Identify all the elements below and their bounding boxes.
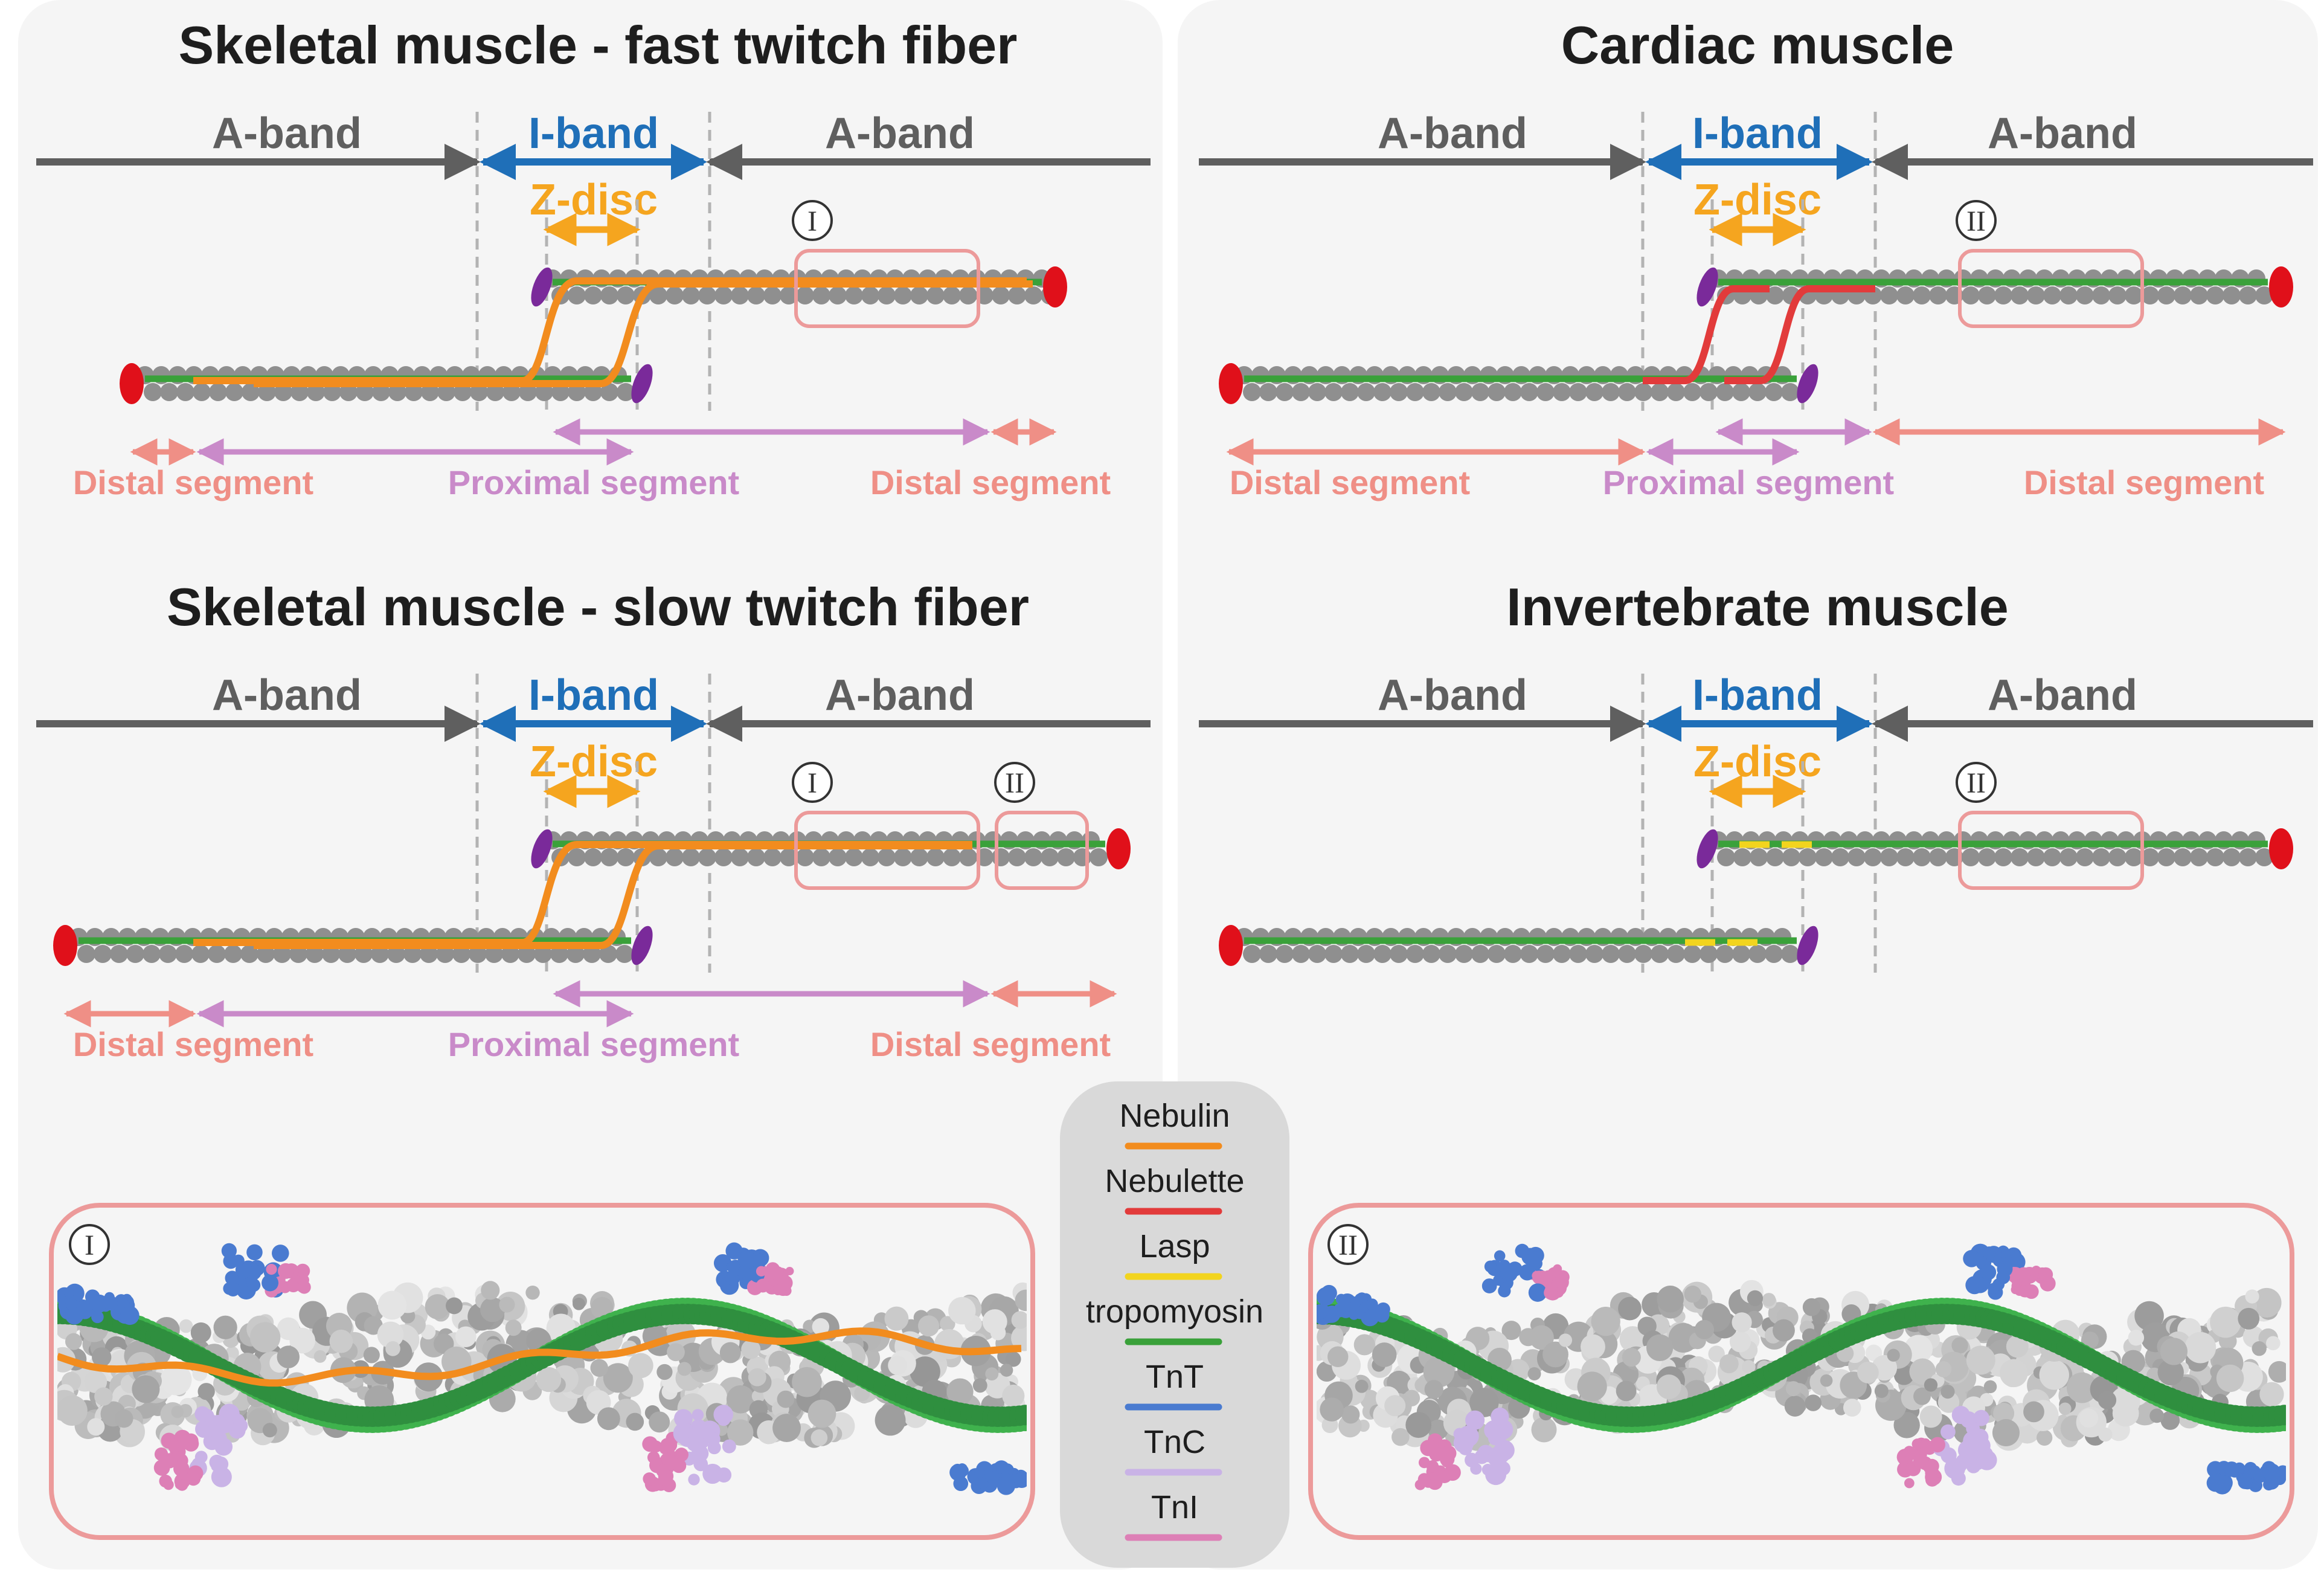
inset-structure-ii: II [1308, 1203, 2294, 1540]
inset-frame [49, 1203, 1035, 1540]
nebulin-strand [254, 842, 972, 949]
band-boundary-guides [1641, 112, 1877, 411]
region-badge-ii: II [994, 762, 1035, 803]
band-boundary-guides [475, 112, 711, 411]
legend-label: Nebulin [1119, 1098, 1230, 1134]
legend-label: tropomyosin [1086, 1293, 1263, 1330]
panel-title: Skeletal muscle - slow twitch fiber [167, 577, 1029, 637]
a-band-label: A-band [212, 671, 362, 720]
band-boundary-guides [475, 674, 711, 973]
proximal-segment-label: Proximal segment [448, 1025, 739, 1063]
distal-segment-label: Distal segment [870, 463, 1111, 501]
region-badge-i: I [792, 200, 833, 241]
a-band-label: A-band [825, 109, 975, 158]
actin-filament-lower [1219, 925, 1818, 966]
region-badge-ii: II [1956, 200, 1997, 241]
panel-cardiac: Cardiac muscle A-band I-band A-band Z-di… [1199, 15, 2313, 501]
region-badge-i: I [792, 762, 833, 803]
inset-frame [1308, 1203, 2294, 1540]
region-badge-ii: II [1956, 762, 1997, 803]
i-band-label: I-band [1692, 671, 1823, 720]
region-box-i [794, 249, 980, 328]
panel-title: Skeletal muscle - fast twitch fiber [179, 15, 1018, 75]
a-band-label: A-band [212, 109, 362, 158]
svg-text:I: I [807, 205, 817, 237]
nebulette-strand [1643, 285, 1770, 384]
panel-title: Cardiac muscle [1561, 15, 1954, 75]
region-box-ii [1958, 249, 2144, 328]
a-band-label: A-band [1378, 671, 1527, 720]
legend-label: Lasp [1139, 1228, 1210, 1264]
region-box-i [794, 811, 980, 890]
svg-text:II: II [1338, 1229, 1358, 1261]
distal-segment-label: Distal segment [870, 1025, 1111, 1063]
inset-badge-i: I [69, 1224, 110, 1265]
i-band-label: I-band [1692, 109, 1823, 158]
legend-label: TnT [1146, 1359, 1204, 1395]
legend-label: TnC [1144, 1424, 1205, 1460]
svg-text:II: II [1966, 767, 1986, 799]
svg-text:II: II [1005, 767, 1024, 799]
nebulin-strand [193, 841, 972, 946]
i-band-label: I-band [528, 671, 659, 720]
nebulin-strand [193, 277, 1027, 384]
a-band-label: A-band [825, 671, 975, 720]
svg-text:I: I [85, 1229, 94, 1261]
region-box-ii [1958, 811, 2144, 890]
distal-segment-label: Distal segment [73, 463, 313, 501]
distal-segment-label: Distal segment [1230, 463, 1470, 501]
distal-segment-label: Distal segment [2024, 463, 2264, 501]
region-box-ii [995, 811, 1089, 890]
inset-structure-i: I [49, 1203, 1035, 1540]
inset-badge-ii: II [1327, 1224, 1369, 1265]
a-band-label: A-band [1988, 671, 2137, 720]
a-band-label: A-band [1378, 109, 1527, 158]
i-band-label: I-band [528, 109, 659, 158]
legend-label: TnI [1151, 1489, 1198, 1525]
svg-text:I: I [807, 767, 817, 799]
panel-invertebrate: Invertebrate muscle A-band I-band A-band… [1199, 577, 2313, 973]
distal-segment-label: Distal segment [73, 1025, 313, 1063]
legend-background [1060, 1081, 1289, 1568]
a-band-label: A-band [1988, 109, 2137, 158]
lasp-marks [1685, 841, 1812, 946]
nebulette-strand [1724, 285, 1875, 384]
proximal-segment-label: Proximal segment [448, 463, 739, 501]
panel-fast-twitch: Skeletal muscle - fast twitch fiber A-ba… [36, 15, 1151, 501]
band-boundary-guides [1641, 674, 1877, 973]
proximal-segment-label: Proximal segment [1603, 463, 1894, 501]
panel-slow-twitch: Skeletal muscle - slow twitch fiber A-ba… [36, 577, 1151, 1063]
svg-text:II: II [1966, 205, 1986, 237]
panel-title: Invertebrate muscle [1506, 577, 2009, 637]
legend-label: Nebulette [1105, 1163, 1244, 1199]
nebulin-strand [254, 280, 1033, 387]
